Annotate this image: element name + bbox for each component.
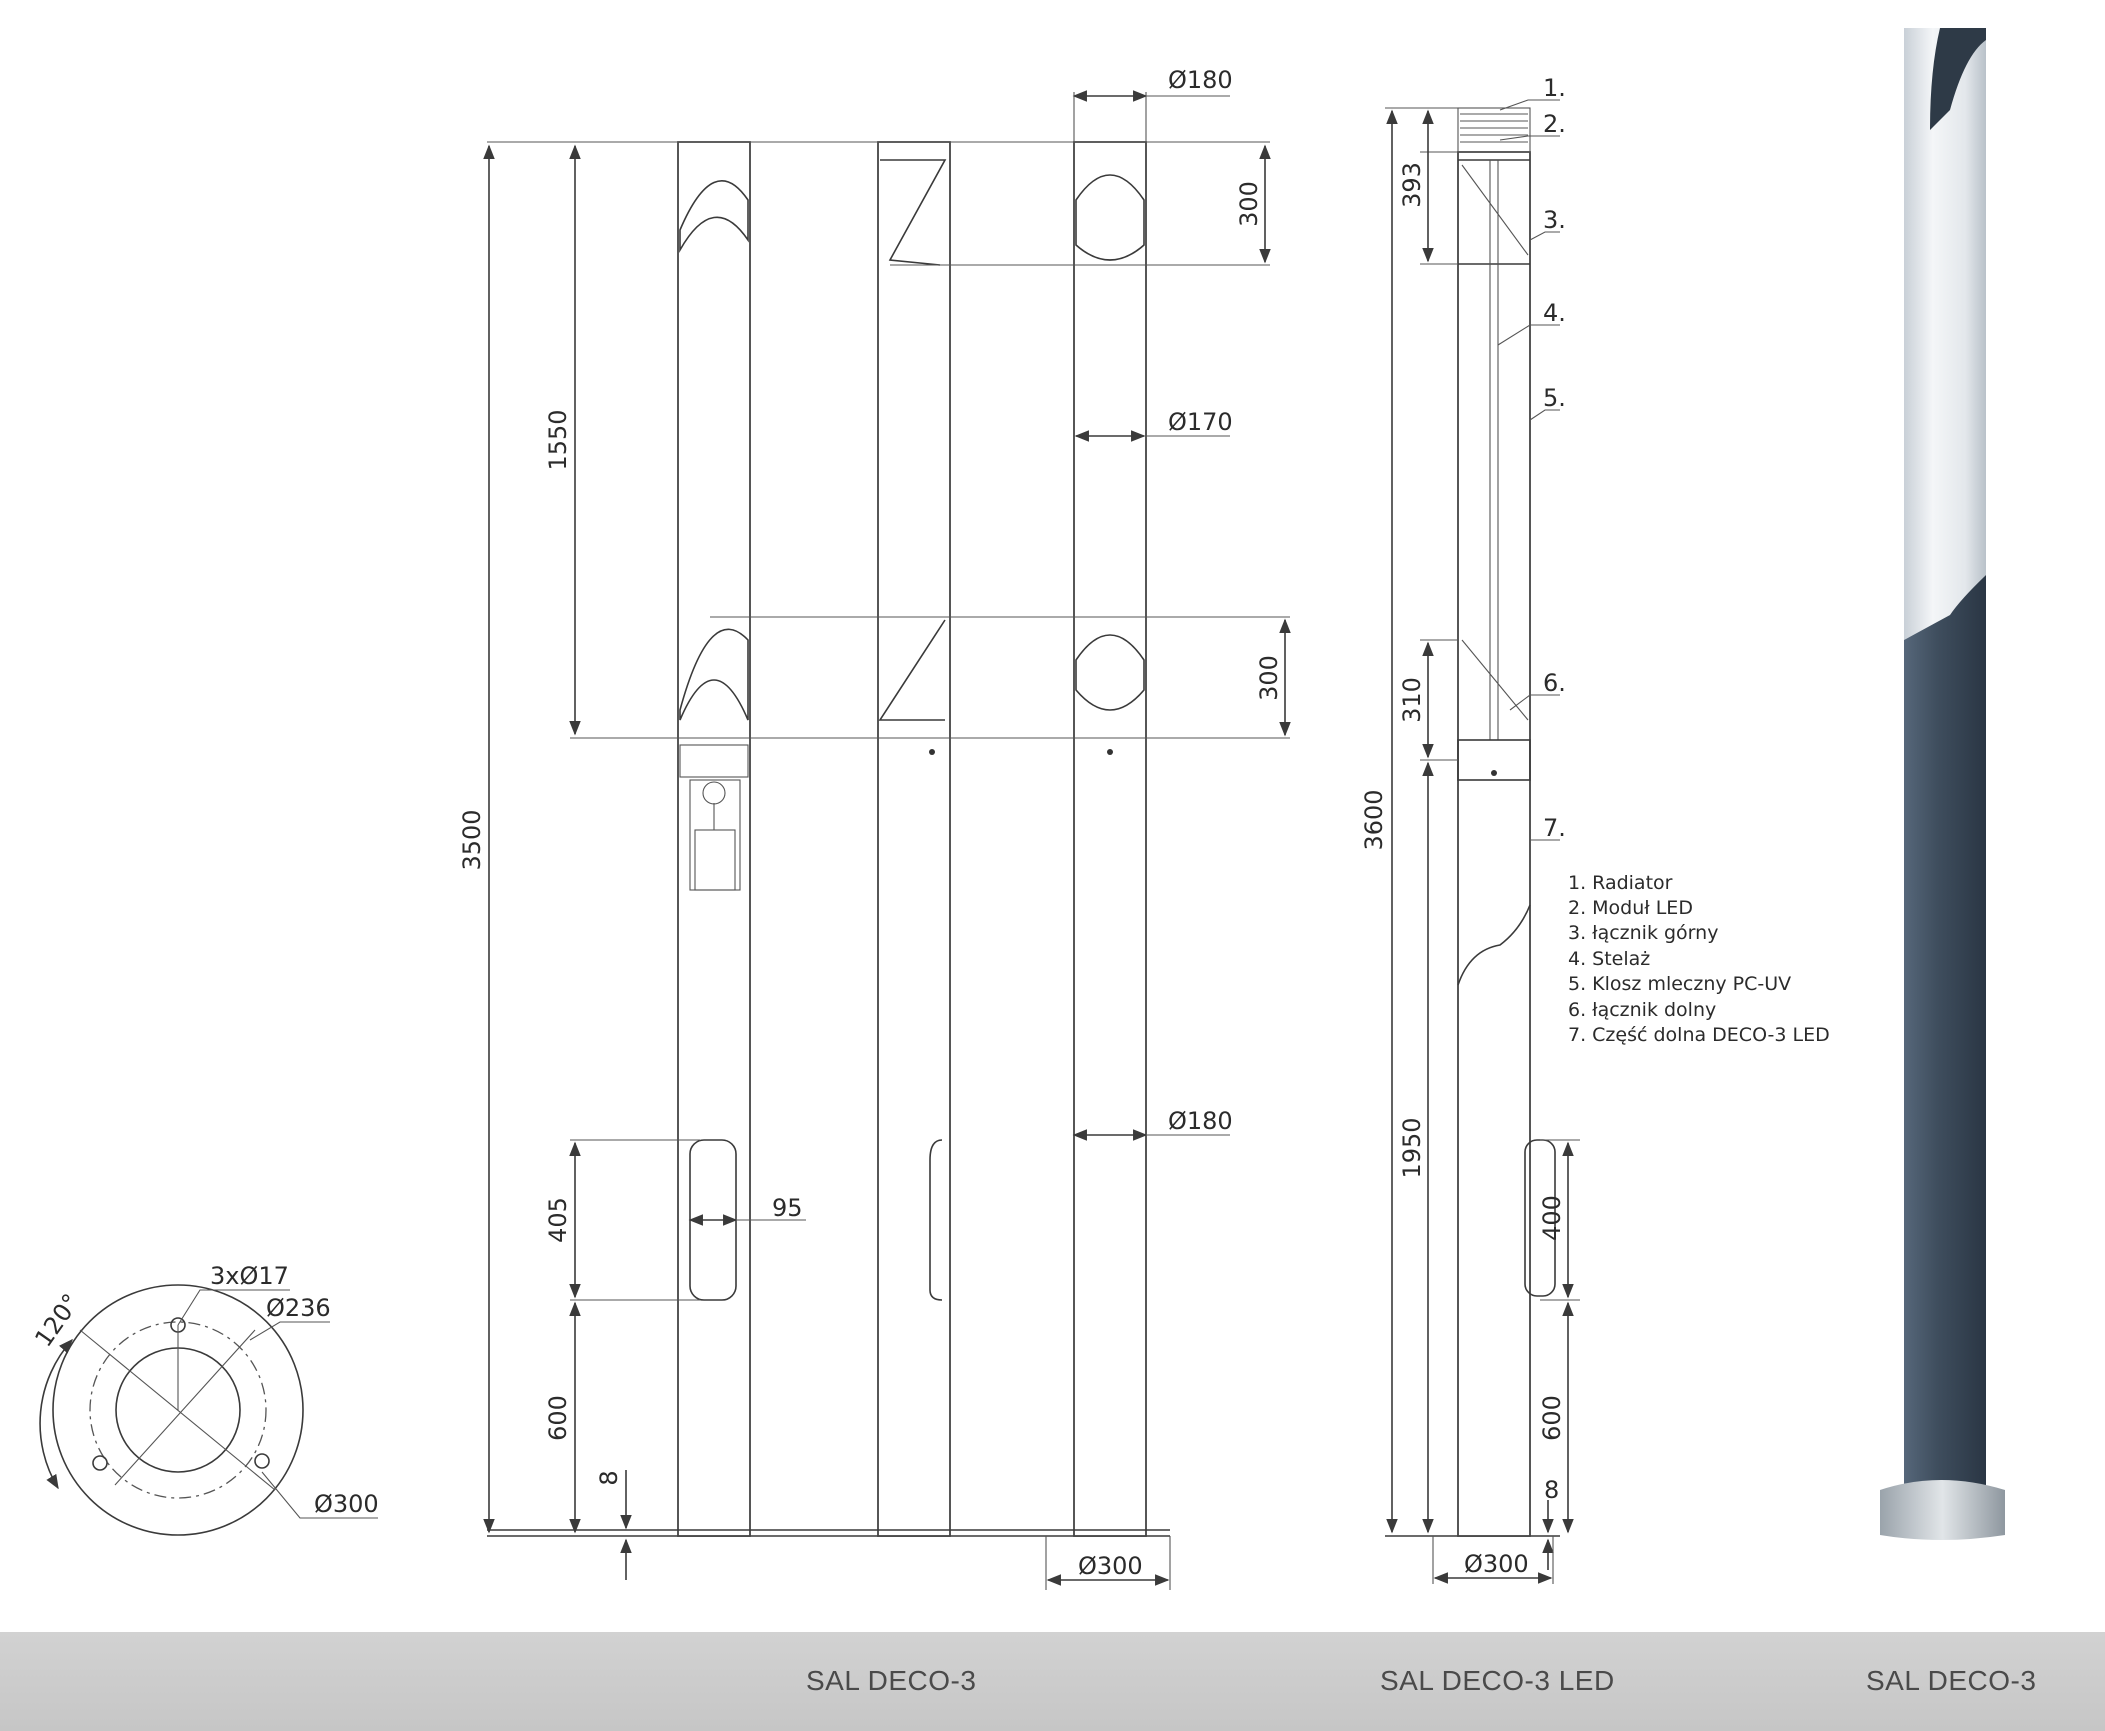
parts-legend: 1. Radiator 2. Moduł LED 3. łącznik górn… <box>1568 872 1830 1046</box>
legend-item: 3. łącznik górny <box>1568 922 1718 944</box>
side-joint-height: 310 <box>1398 677 1426 723</box>
front-dia-top: Ø180 <box>1168 66 1233 94</box>
side-lower-height: 1950 <box>1398 1117 1426 1178</box>
side-pole <box>1457 151 1531 1537</box>
front-pole-3 <box>1073 141 1147 1537</box>
legend-item: 2. Moduł LED <box>1568 897 1693 919</box>
front-pole-2 <box>877 141 951 1537</box>
bolt-hole <box>92 1455 108 1471</box>
legend-item: 6. łącznik dolny <box>1568 999 1716 1021</box>
base-view: 120° 3xØ17 Ø236 Ø300 <box>29 1262 379 1536</box>
side-view: 3600 393 310 1950 400 600 8 Ø300 1. 2. 3… <box>1360 74 1830 1584</box>
callout-6: 6. <box>1543 669 1566 697</box>
side-top-height: 393 <box>1398 162 1426 208</box>
front-door-height: 405 <box>544 1197 572 1243</box>
callout-3: 3. <box>1543 206 1566 234</box>
caption-bar <box>0 1632 2105 1731</box>
callout-1: 1. <box>1543 74 1566 102</box>
side-base-plate: 8 <box>1544 1476 1559 1504</box>
front-dia-low: Ø180 <box>1168 1107 1233 1135</box>
legend-item: 5. Klosz mleczny PC-UV <box>1568 973 1791 995</box>
side-dia-base: Ø300 <box>1464 1550 1529 1578</box>
front-view: 3500 1550 300 300 405 600 8 95 Ø180 Ø170… <box>458 66 1291 1590</box>
callout-4: 4. <box>1543 299 1566 327</box>
base-bolt-circle: Ø236 <box>266 1294 331 1322</box>
base-holes: 3xØ17 <box>210 1262 289 1290</box>
radiator <box>1457 107 1531 153</box>
legend-item: 1. Radiator <box>1568 872 1673 894</box>
side-door-height: 400 <box>1538 1195 1566 1241</box>
legend-item: 7. Część dolna DECO-3 LED <box>1568 1024 1830 1046</box>
base-outer: Ø300 <box>314 1490 379 1518</box>
front-section-height: 1550 <box>544 409 572 470</box>
product-render <box>1880 28 2005 1540</box>
caption-photo: SAL DECO-3 <box>1866 1665 2037 1696</box>
base-angle: 120° <box>29 1289 85 1352</box>
bolt-hole <box>254 1453 270 1469</box>
front-base-plate: 8 <box>595 1470 623 1485</box>
caption-deco3-led: SAL DECO-3 LED <box>1380 1665 1615 1696</box>
front-door-offset: 600 <box>544 1395 572 1441</box>
front-cap-top: 300 <box>1235 181 1263 227</box>
front-pole-1 <box>677 141 751 1537</box>
front-dia-mid: Ø170 <box>1168 408 1233 436</box>
front-total-height: 3500 <box>458 809 486 870</box>
callout-2: 2. <box>1543 110 1566 138</box>
legend-item: 4. Stelaż <box>1568 948 1650 970</box>
callout-7: 7. <box>1543 814 1566 842</box>
caption-deco3: SAL DECO-3 <box>806 1665 977 1696</box>
front-door-width: 95 <box>772 1194 803 1222</box>
front-cap-middle: 300 <box>1255 655 1283 701</box>
side-total-height: 3600 <box>1360 789 1388 850</box>
callout-5: 5. <box>1543 384 1566 412</box>
front-dia-base: Ø300 <box>1078 1552 1143 1580</box>
side-door-offset: 600 <box>1538 1395 1566 1441</box>
